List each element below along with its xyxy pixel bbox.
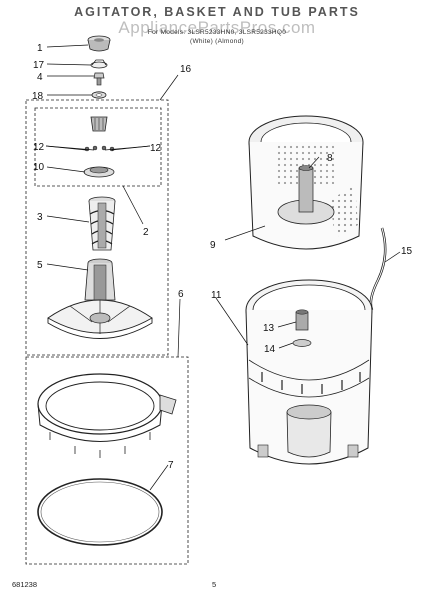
callout-4: 4	[37, 72, 43, 83]
watermark-text: AppliancePartsPros.com	[118, 18, 316, 37]
document-number: 681238	[12, 580, 38, 589]
callout-12-left: 12	[33, 142, 45, 153]
callout-13: 13	[263, 323, 275, 334]
agitator-dogs-part	[84, 116, 115, 152]
outer-tub-part	[245, 279, 373, 465]
callout-7: 7	[168, 460, 174, 471]
callout-9: 9	[210, 240, 216, 251]
callout-2: 2	[143, 227, 149, 238]
washer-part	[91, 91, 107, 99]
cam-part	[83, 166, 115, 178]
callout-18: 18	[32, 91, 44, 102]
callout-1: 1	[37, 43, 43, 54]
clip-part	[90, 59, 108, 69]
callout-11: 11	[211, 290, 222, 301]
subassembly-box-12-10	[34, 107, 162, 187]
callout-10: 10	[33, 162, 45, 173]
leader-lines	[45, 44, 401, 491]
agitator-cap-part	[87, 35, 111, 52]
callout-14: 14	[264, 344, 276, 355]
callout-8: 8	[327, 153, 333, 164]
callout-16: 16	[180, 64, 192, 75]
page-number: 5	[212, 580, 217, 589]
callout-5: 5	[37, 260, 43, 271]
spin-basket-part	[248, 115, 364, 250]
hub-part	[292, 309, 312, 347]
hose-part	[369, 227, 387, 311]
color-line: (White) (Almond)	[190, 38, 244, 45]
assembly-box-16	[25, 99, 169, 356]
tub-seal-part	[37, 478, 163, 546]
callout-3: 3	[37, 212, 43, 223]
tub-ring-part	[37, 373, 177, 458]
auger-part	[88, 196, 116, 251]
assembly-box-6	[25, 356, 189, 565]
callout-15: 15	[401, 246, 413, 257]
callout-12-right: 12	[150, 143, 162, 154]
diagram-title: AGITATOR, BASKET AND TUB PARTS	[74, 5, 360, 19]
callout-6: 6	[178, 289, 184, 300]
bolt-part	[93, 72, 105, 86]
agitator-base-part	[47, 258, 153, 339]
callout-17: 17	[33, 60, 45, 71]
models-line: For Models: 3LSR5233HN0, 3LSR5233HQ0	[147, 29, 287, 36]
